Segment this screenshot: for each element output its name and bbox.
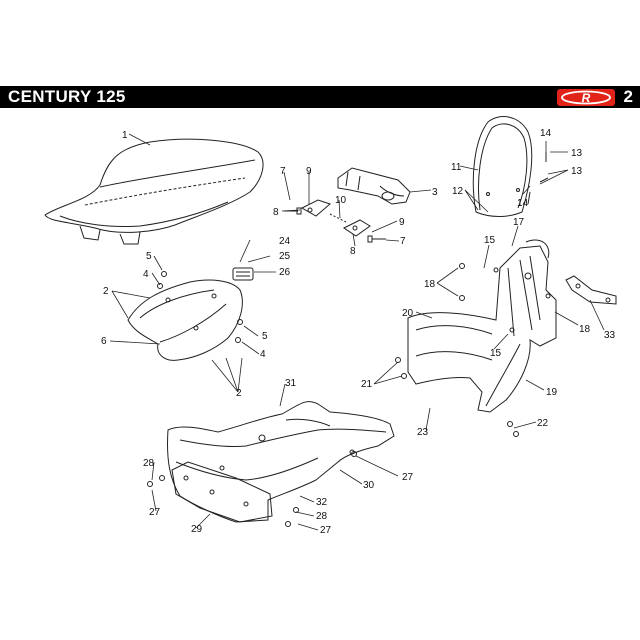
callout-19: 19 [546, 387, 558, 398]
callout-18: 18 [424, 279, 436, 290]
page-number: 2 [623, 87, 633, 106]
callout-15: 15 [484, 235, 496, 246]
callout-14: 14 [517, 198, 529, 209]
callout-17: 17 [513, 217, 525, 228]
callout-14: 14 [540, 128, 552, 139]
callout-4: 4 [260, 349, 266, 360]
bolt-part[interactable] [284, 207, 386, 243]
callout-8: 8 [350, 246, 356, 257]
callout-32: 32 [316, 497, 328, 508]
brand-logo-icon: R [557, 89, 615, 106]
tail-cover-part[interactable] [127, 279, 243, 361]
callout-5: 5 [146, 251, 152, 262]
callout-7: 7 [280, 166, 286, 177]
callout-7: 7 [400, 236, 406, 247]
callout-9: 9 [399, 217, 405, 228]
callout-28: 28 [143, 458, 155, 469]
callout-5: 5 [262, 331, 268, 342]
callout-28: 28 [316, 511, 328, 522]
callout-4: 4 [143, 269, 149, 280]
callout-23: 23 [417, 427, 429, 438]
callout-13: 13 [571, 166, 583, 177]
callout-15: 15 [490, 348, 502, 359]
callout-8: 8 [273, 207, 279, 218]
callout-25: 25 [279, 251, 291, 262]
callout-27: 27 [320, 525, 332, 536]
seat-part[interactable] [44, 138, 264, 245]
floor-panel-part[interactable] [167, 401, 395, 523]
callout-29: 29 [191, 524, 203, 535]
header-bar: CENTURY 125 2 [0, 86, 640, 108]
callout-13: 13 [571, 148, 583, 159]
callout-22: 22 [537, 418, 549, 429]
callout-27: 27 [402, 472, 414, 483]
callout-6: 6 [101, 336, 107, 347]
callout-26: 26 [279, 267, 291, 278]
callout-30: 30 [363, 480, 375, 491]
rear-rack-part[interactable] [565, 275, 617, 305]
callout-2: 2 [103, 286, 109, 297]
seat-retainer-part[interactable] [337, 167, 411, 205]
callout-1: 1 [122, 130, 128, 141]
callout-11: 11 [451, 162, 462, 173]
callout-10: 10 [335, 195, 347, 206]
page-title: CENTURY 125 [8, 87, 126, 106]
hardware-part[interactable] [147, 263, 519, 527]
callout-33: 33 [604, 330, 616, 341]
callout-21: 21 [361, 379, 373, 390]
callout-18: 18 [579, 324, 591, 335]
floor-plate-part[interactable] [171, 461, 273, 523]
callout-27: 27 [149, 507, 161, 518]
rear-frame-part[interactable] [407, 239, 557, 413]
callout-2: 2 [236, 388, 242, 399]
callout-20: 20 [402, 308, 414, 319]
windscreen-part[interactable] [472, 116, 549, 217]
leader-lines [109, 133, 605, 531]
svg-text:R: R [582, 91, 591, 105]
bracket-plate-part[interactable] [300, 199, 371, 237]
callout-labels: 1 2 2 3 4 4 5 5 6 7 7 8 8 9 9 10 11 12 1… [101, 128, 616, 536]
callout-24: 24 [279, 236, 291, 247]
callout-9: 9 [306, 166, 312, 177]
callout-12: 12 [452, 186, 464, 197]
callout-31: 31 [285, 378, 297, 389]
lamp-holder-part[interactable] [232, 267, 254, 281]
callout-3: 3 [432, 187, 438, 198]
